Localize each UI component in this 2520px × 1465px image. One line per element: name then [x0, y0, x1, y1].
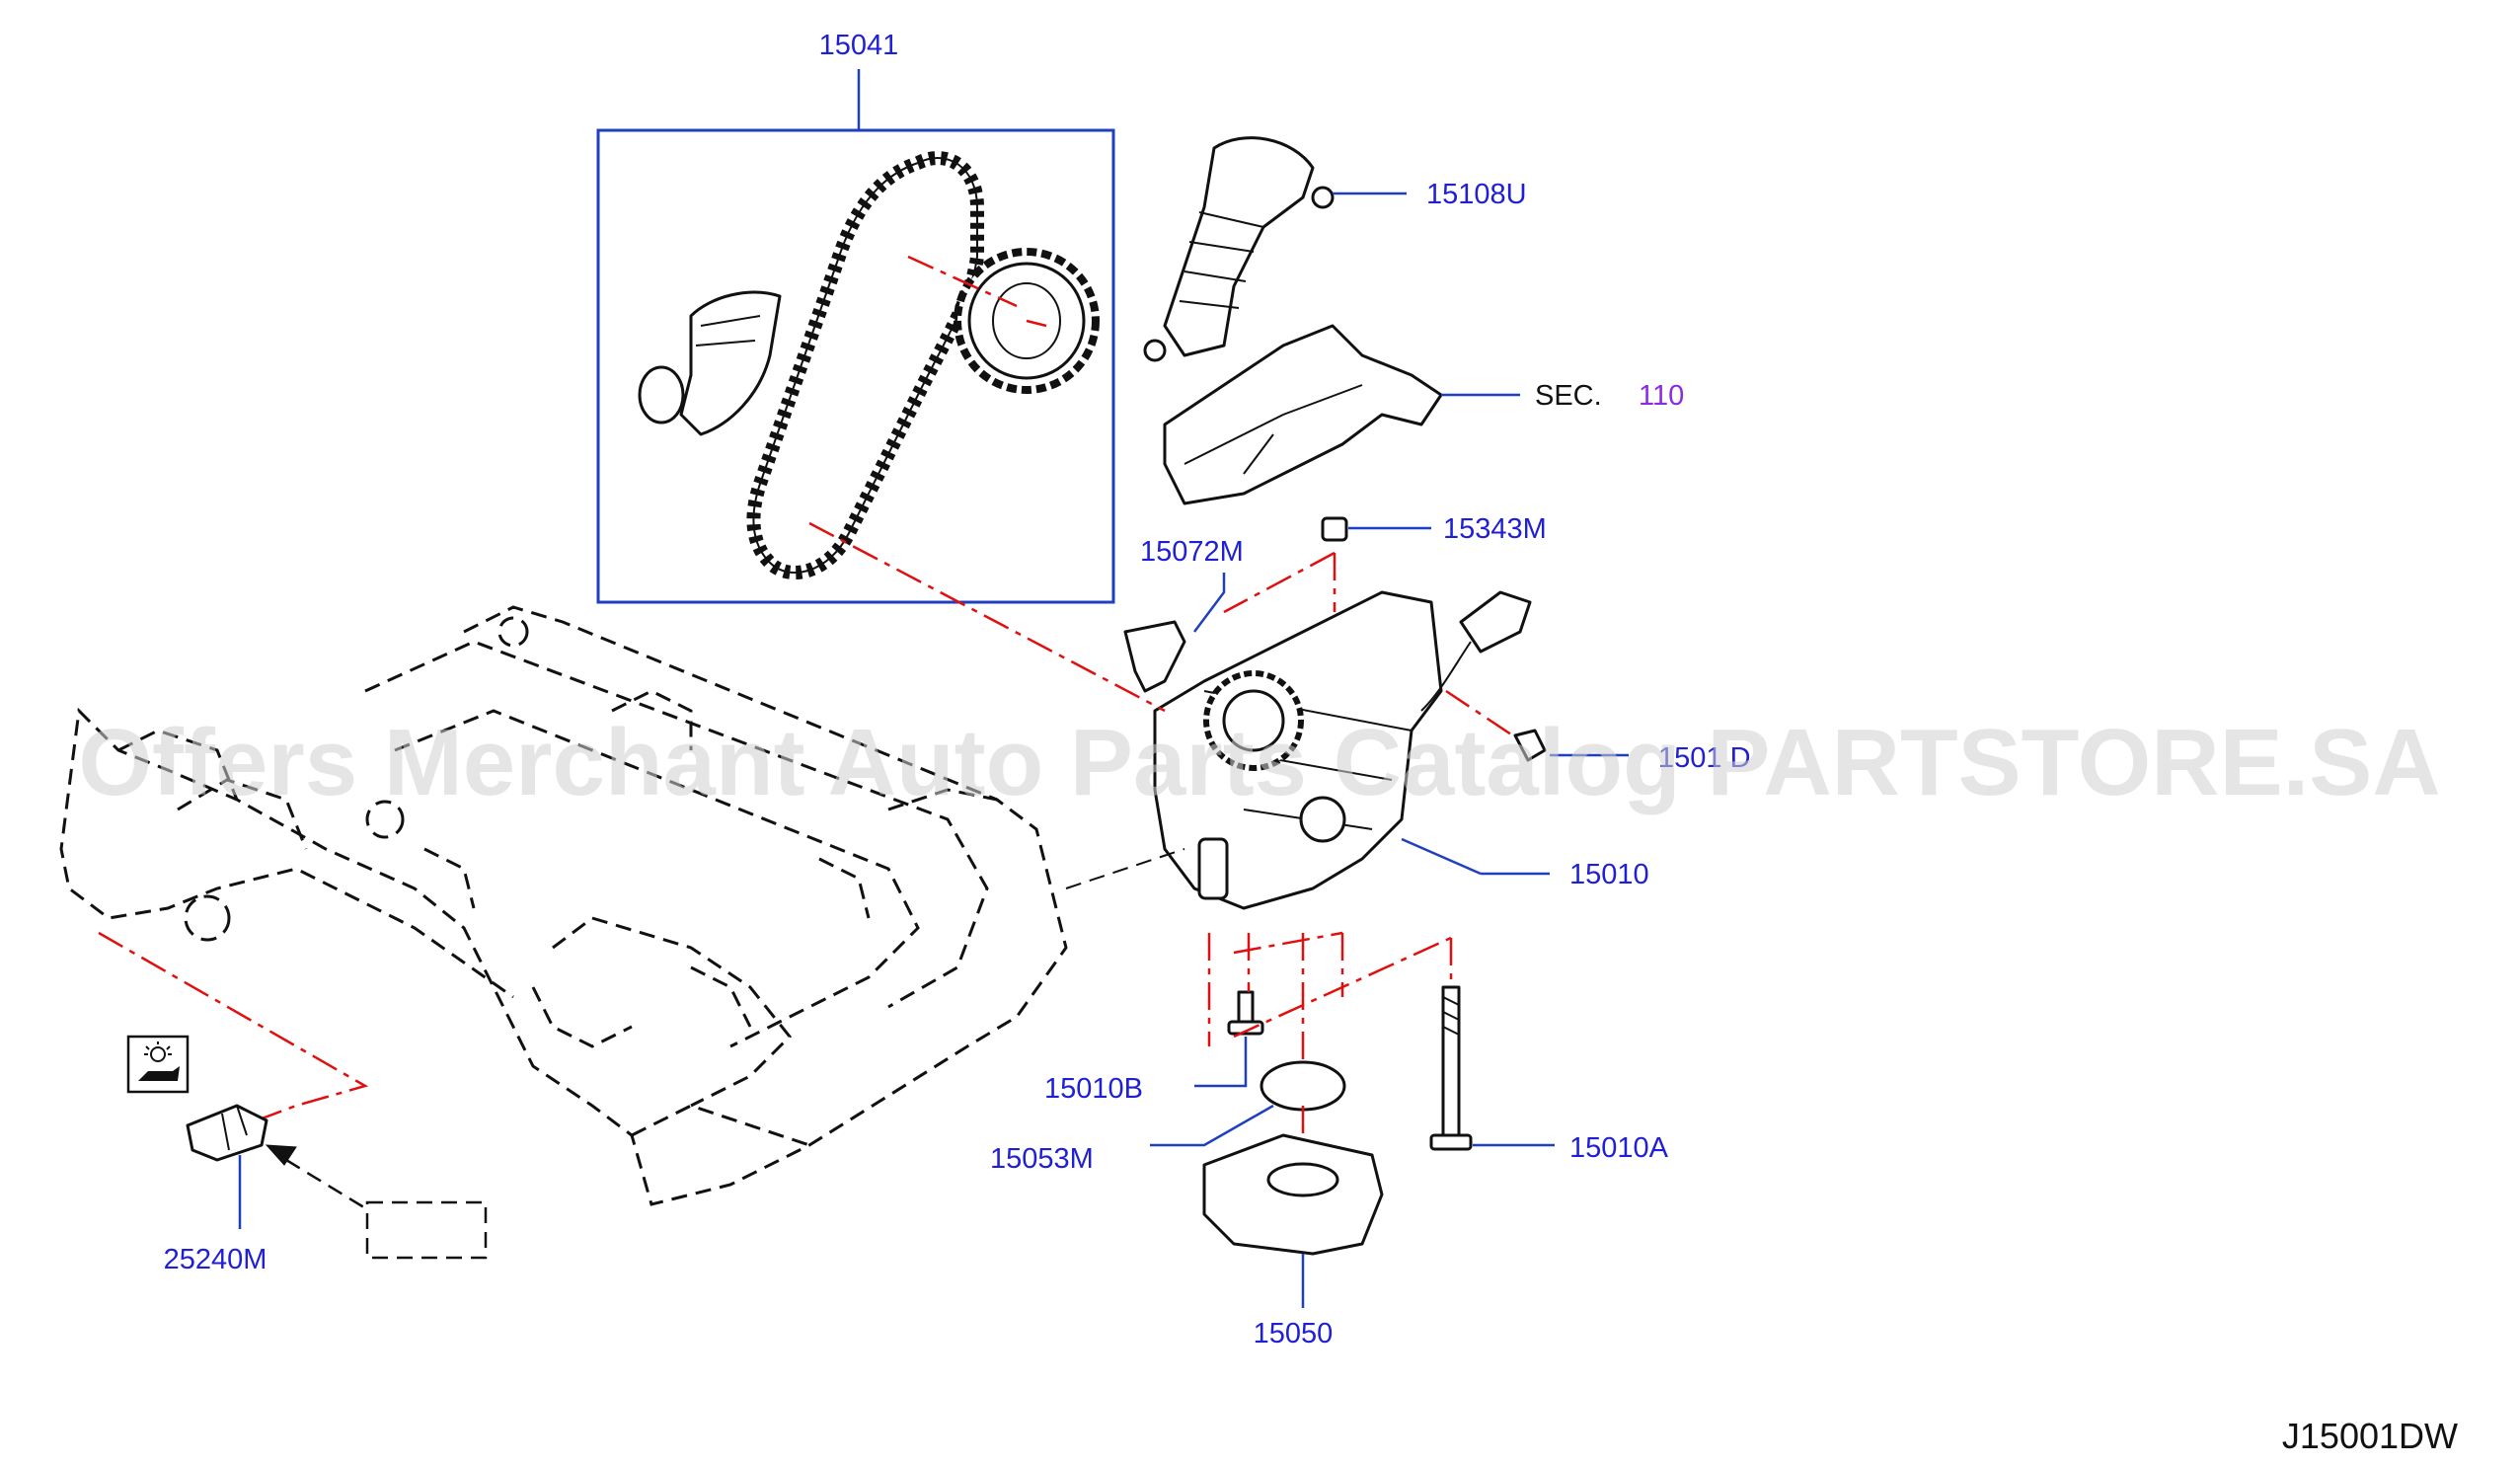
label-15050: 15050	[1254, 1318, 1334, 1349]
timing-chain	[746, 151, 984, 579]
chain-tensioner	[638, 290, 782, 436]
oil-pressure-warning-icon	[126, 1035, 190, 1094]
label-15010: 15010	[1569, 859, 1649, 890]
label-sec-number: 110	[1639, 380, 1684, 412]
bolt-1501d	[1513, 729, 1629, 762]
label-25240m: 25240M	[164, 1244, 267, 1275]
oil-strainer-pipe	[1143, 136, 1407, 362]
oil-strainer-15050	[1202, 1133, 1384, 1308]
timing-chain-kit-box	[596, 69, 1115, 604]
label-1501d: 1501 D	[1658, 742, 1751, 774]
watermark: Offers Merchant Auto Parts Catalog PARTS…	[78, 710, 2440, 815]
label-15072m: 15072M	[1140, 536, 1244, 568]
bracket-sec-110	[1163, 324, 1520, 505]
label-15053m: 15053M	[990, 1143, 1094, 1175]
arrow-head	[265, 1144, 297, 1166]
oil-pump-assembly	[1153, 551, 1550, 910]
label-15343m: 15343M	[1443, 513, 1547, 545]
label-sec-prefix: SEC.	[1535, 380, 1602, 412]
bolt-15010a	[1429, 985, 1555, 1151]
oil-pan-outline	[59, 605, 1068, 1206]
bracket-15072m	[1123, 573, 1226, 693]
label-15108u: 15108U	[1426, 179, 1527, 210]
label-15041: 15041	[819, 30, 899, 61]
label-15010a: 15010A	[1569, 1132, 1669, 1164]
reference-lines	[98, 521, 1453, 1135]
label-15010b: 15010B	[1044, 1073, 1143, 1105]
bolt-15010b	[1194, 990, 1264, 1088]
plug-15343m	[1321, 516, 1431, 612]
oil-pressure-switch	[186, 1104, 488, 1260]
o-ring-15053m	[1150, 1060, 1346, 1147]
drawing-code: J15001DW	[2282, 1416, 2458, 1456]
